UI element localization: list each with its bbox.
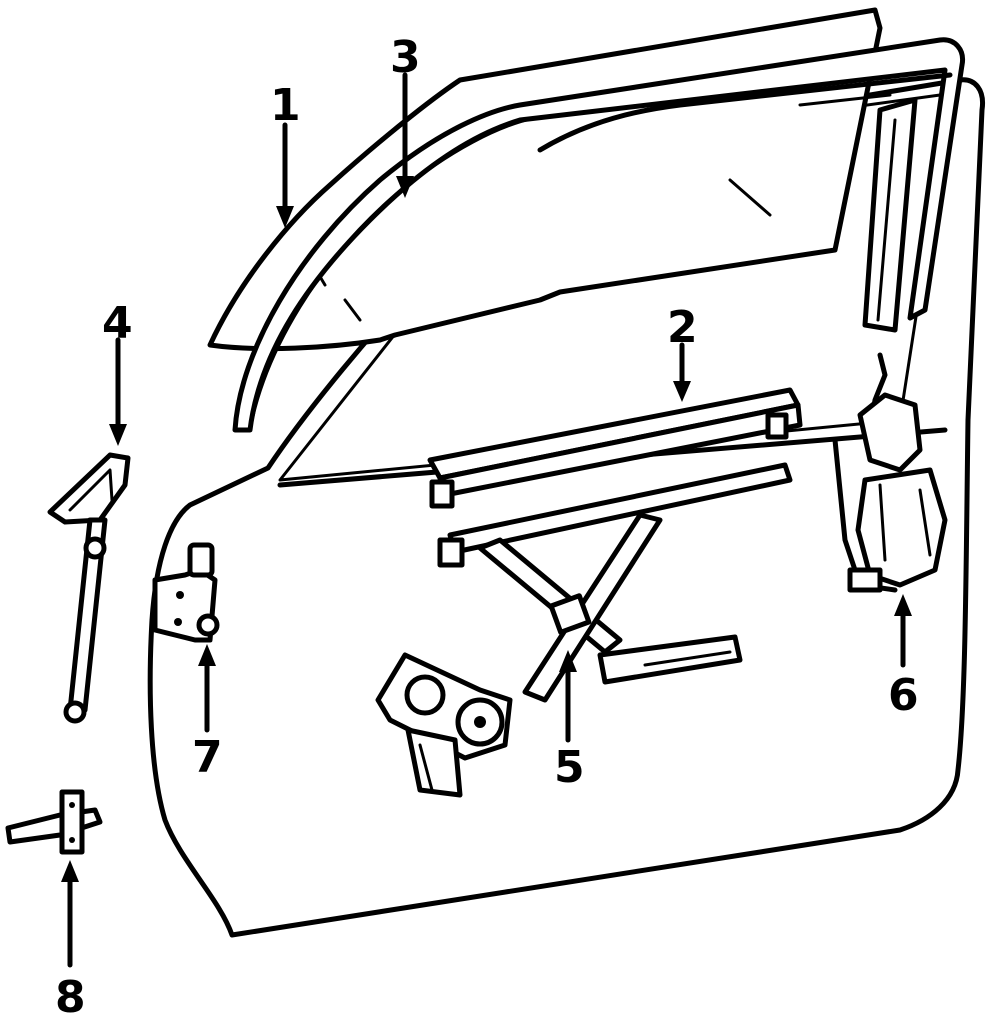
vent-window [47,452,131,724]
leader-lines [61,72,912,968]
window-regulator [375,512,743,798]
window-frame-trim [537,72,953,153]
door-check-link [5,789,103,855]
door-hinge [152,542,220,643]
door-glass [207,7,883,352]
rear-run-channel [862,97,918,333]
callout-3: 3 [390,32,421,83]
callout-7: 7 [192,732,223,783]
door-lock-assembly [832,352,948,593]
callout-2: 2 [667,302,698,353]
callout-4: 4 [102,298,133,349]
glass-run-channel [232,37,966,433]
sash-channel [427,387,803,509]
callout-6: 6 [888,670,919,721]
callout-5: 5 [554,742,585,793]
callout-8: 8 [55,972,86,1021]
lower-guide-rail [437,462,793,568]
callout-1: 1 [270,80,301,131]
